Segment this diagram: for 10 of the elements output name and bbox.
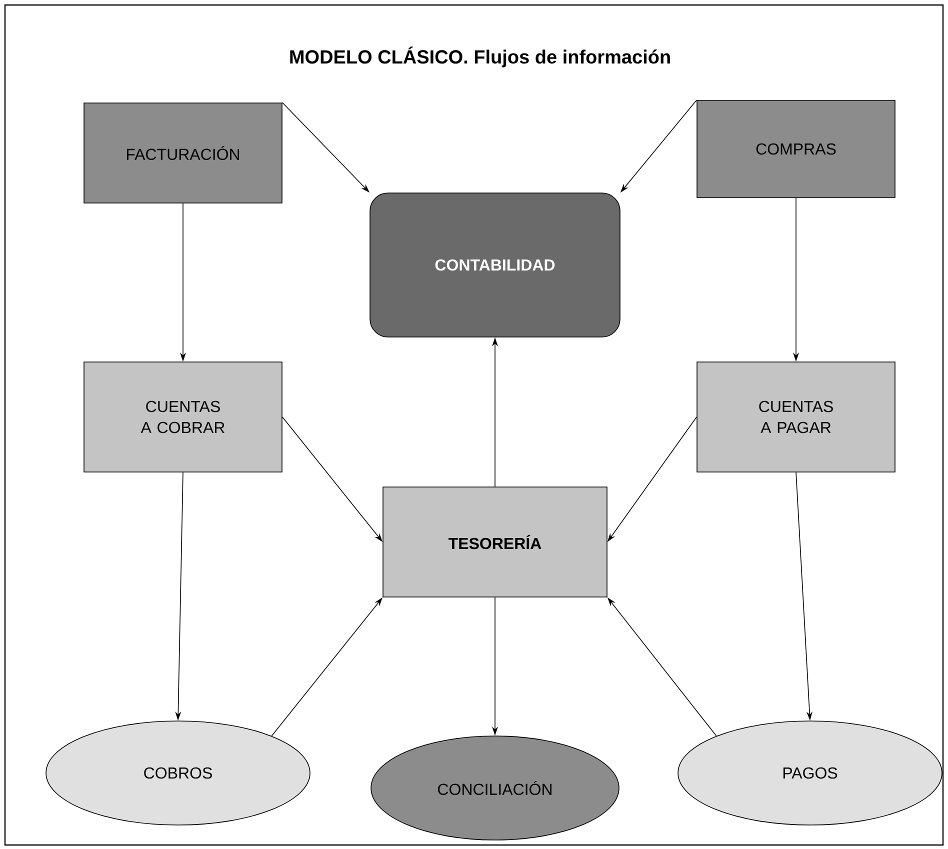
process-box: FACTURACIÓN [84, 102, 282, 204]
title: MODELO CLÁSICO. Flujos de información [290, 46, 670, 68]
process-box: CUENTAS A COBRAR [84, 362, 282, 472]
process-box: CUENTAS A PAGAR [696, 362, 896, 472]
process-box: TESORERÍA [382, 486, 608, 598]
process-box: COMPRAS [696, 100, 896, 198]
ellipse-node: COBROS [46, 720, 310, 826]
process-box: CONTABILIDAD [370, 192, 620, 338]
ellipse-node: CONCILIACIÓN [370, 736, 620, 840]
ellipse-node: PAGOS [678, 720, 942, 826]
